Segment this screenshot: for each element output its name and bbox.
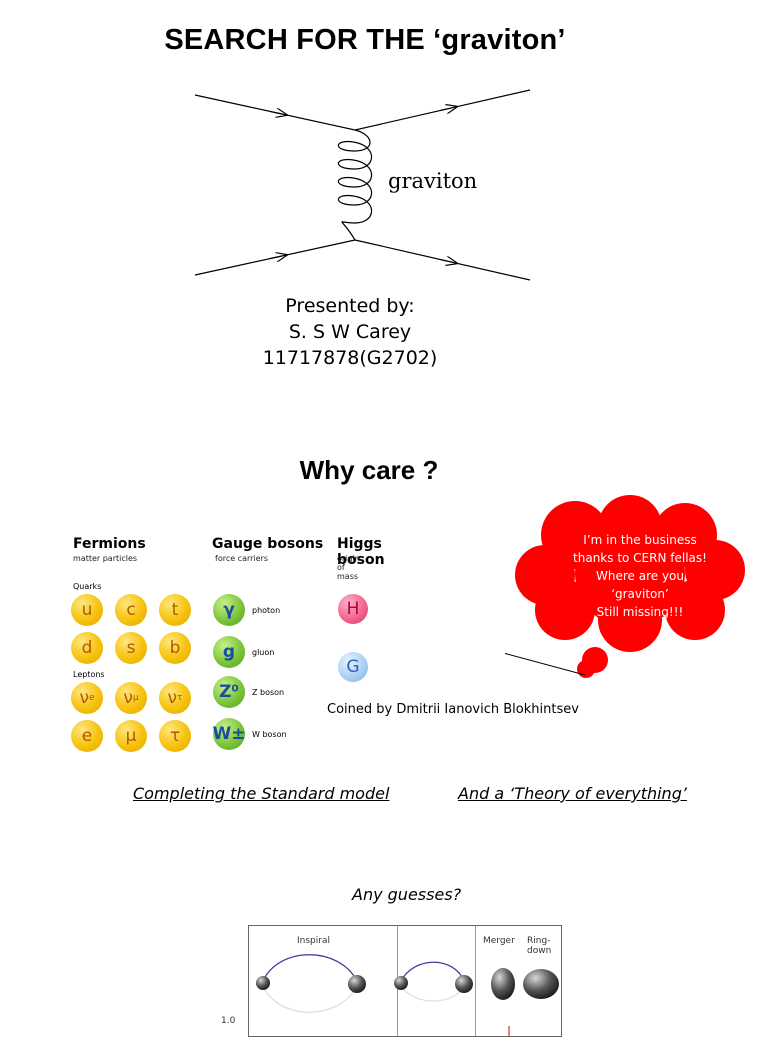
boson-photon: γ — [213, 594, 245, 626]
boson-gluon-label: gluon — [252, 648, 275, 657]
higgs-heading: Higgs boson — [337, 536, 385, 568]
boson-w-label: W boson — [252, 730, 287, 739]
thought-line-1: I’m in the business — [583, 533, 697, 547]
boson-w: W± — [213, 718, 246, 750]
thought-cloud — [505, 495, 745, 678]
quark-u: u — [71, 594, 103, 626]
author-id: 11717878(G2702) — [262, 347, 438, 369]
fermion-lines — [194, 89, 531, 281]
orbit-illustration — [256, 954, 559, 1036]
quark-b: b — [159, 632, 191, 664]
quark-t: t — [159, 594, 191, 626]
thought-cloud-text: I’m in the business thanks to CERN fella… — [540, 531, 740, 621]
author-name: S. S W Carey — [288, 321, 412, 343]
standard-model-figure: Fermions matter particles Gauge bosons f… — [65, 530, 385, 760]
phase-divider-2 — [475, 926, 476, 1036]
presented-by-label: Presented by: — [285, 295, 415, 317]
question-text: Any guesses? — [352, 885, 462, 904]
boson-z-label: Z boson — [252, 688, 285, 697]
higgs-subheading: origin of mass — [337, 554, 360, 581]
fermions-heading: Fermions — [73, 536, 146, 552]
quark-c: c — [115, 594, 147, 626]
quark-d: d — [71, 632, 103, 664]
lepton-tau: τ — [159, 720, 191, 752]
lepton-mu: μ — [115, 720, 147, 752]
thought-line-3: Where are you — [596, 569, 684, 583]
phase-ringdown-label: Ring- down — [527, 936, 552, 956]
slide2-title: Why care ? — [299, 455, 439, 485]
boson-z: Z⁰ — [213, 676, 245, 708]
phase-inspiral-label: Inspiral — [297, 936, 330, 946]
boson-photon-label: photon — [252, 606, 281, 615]
graviton-ball: G — [338, 652, 368, 682]
thought-line-2: thanks to CERN fellas! — [573, 551, 707, 565]
theory-caption: And a ‘Theory of everything’ — [458, 784, 687, 803]
axis-tick-label: 1.0 — [221, 1016, 236, 1026]
thought-line-5: Still missing!!! — [596, 605, 684, 619]
leptons-label: Leptons — [73, 670, 105, 679]
boson-gluon: g — [213, 636, 245, 668]
coined-caption: Coined by Dmitrii Ianovich Blokhintsev — [327, 702, 579, 717]
gauge-bosons-subheading: force carriers — [215, 554, 269, 563]
slide1-title: SEARCH FOR THE ‘graviton’ — [164, 24, 566, 56]
gauge-bosons-heading: Gauge bosons — [212, 536, 324, 552]
quark-s: s — [115, 632, 147, 664]
phase-merger-label: Merger — [483, 936, 515, 946]
lepton-e: e — [71, 720, 103, 752]
merger-figure: Inspiral Merger Ring- down 1.0 — [221, 925, 562, 1037]
fermions-subheading: matter particles — [73, 554, 138, 563]
feynman-diagram: graviton — [194, 89, 531, 281]
graviton-diagram-label: graviton — [388, 169, 477, 193]
completing-caption: Completing the Standard model — [133, 784, 390, 803]
thought-line-4: ‘graviton’ — [611, 587, 669, 601]
higgs-ball: H — [338, 594, 368, 624]
presenter-block: Presented by: S. S W Carey 11717878(G270… — [250, 293, 450, 371]
graviton-propagator — [337, 129, 373, 241]
quarks-label: Quarks — [73, 582, 102, 591]
